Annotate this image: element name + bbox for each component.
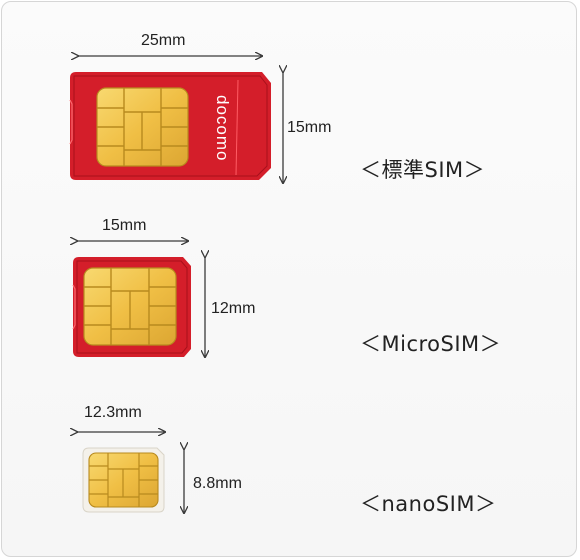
nano-sim-type-label: ＜nanoSIM＞ xyxy=(360,492,497,516)
nano-sim-chip xyxy=(88,452,159,508)
standard-sim-chip xyxy=(96,87,189,167)
micro-height-label: 12mm xyxy=(211,300,256,317)
standard-sim-card xyxy=(69,72,271,180)
micro-sim-card xyxy=(72,257,191,357)
micro-width-label: 15mm xyxy=(102,217,147,234)
micro-sim-type-label: ＜MicroSIM＞ xyxy=(360,332,502,356)
standard-sim-brand: docomo xyxy=(213,95,232,161)
nano-width-label: 12.3mm xyxy=(84,404,142,421)
standard-sim-type-label: ＜標準SIM＞ xyxy=(360,158,486,182)
micro-sim-chip xyxy=(83,267,177,346)
standard-width-label: 25mm xyxy=(141,32,186,49)
nano-height-label: 8.8mm xyxy=(193,475,242,492)
nano-sim-card xyxy=(82,447,165,513)
standard-height-label: 15mm xyxy=(287,119,332,136)
